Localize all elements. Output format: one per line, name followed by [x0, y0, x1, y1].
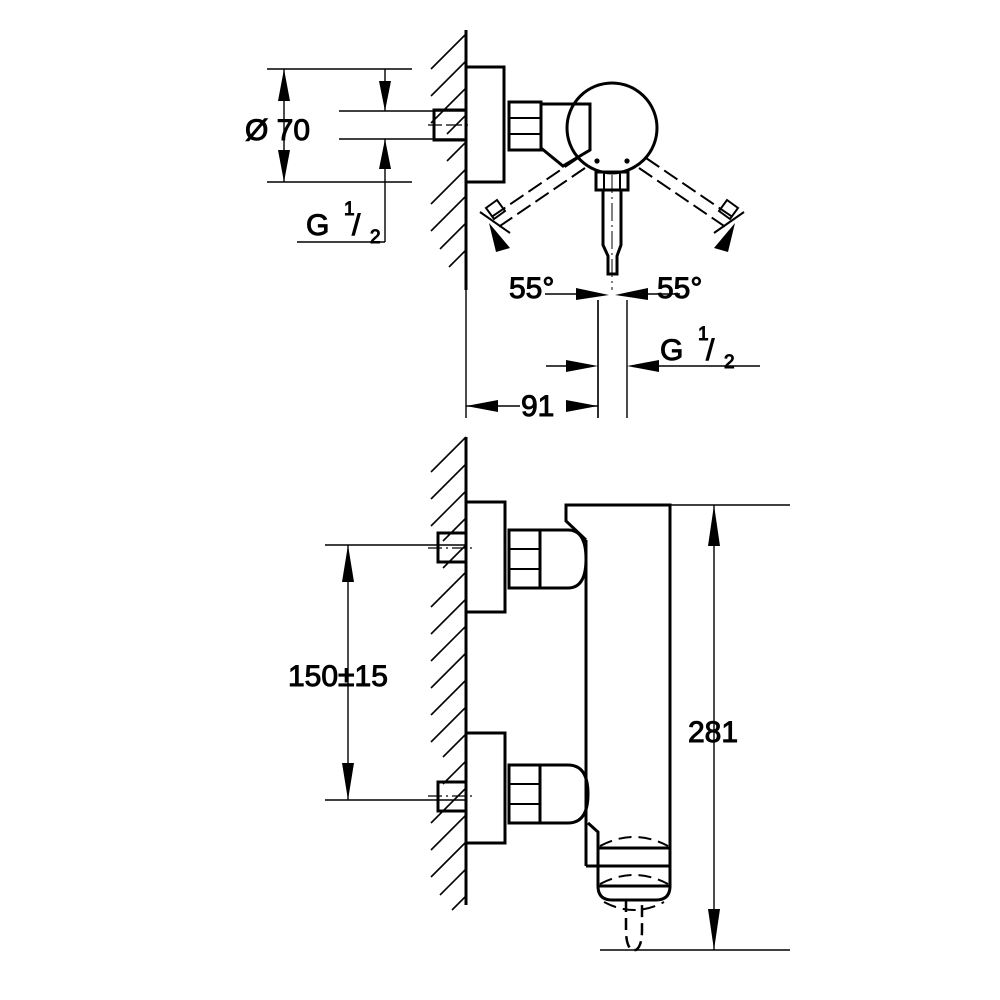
label-outlet-thread: G 1 / 2 — [660, 324, 736, 374]
lever-ghost-left — [484, 157, 586, 229]
svg-text:G: G — [306, 209, 329, 242]
fraction-slash-outlet: / — [706, 334, 715, 367]
escutcheon-lower — [466, 731, 507, 845]
svg-text:2: 2 — [724, 352, 735, 373]
svg-text:G: G — [660, 334, 683, 367]
label-angle-right: 55° — [657, 272, 702, 305]
svg-text:2: 2 — [370, 227, 381, 248]
fraction-slash-wall: / — [352, 209, 361, 242]
label-angle-left: 55° — [509, 272, 554, 305]
label-projection-91: 91 — [521, 390, 554, 423]
wall-inlet-nipple-top — [428, 108, 470, 142]
label-diameter-70: Ø 70 — [245, 114, 310, 147]
aerator-stub — [624, 900, 644, 952]
wall-section-bottom — [430, 436, 468, 911]
wall-inlet-nipple-upper — [428, 531, 474, 564]
dimension-diameter-70 — [267, 68, 412, 183]
svg-text:1: 1 — [698, 324, 709, 345]
label-inlet-spacing-150: 150±15 — [288, 660, 388, 693]
center-reference-arrows — [545, 288, 680, 300]
lever-ghost-right — [638, 157, 740, 229]
lever-handle-top — [601, 175, 623, 290]
label-wall-thread: G 1 / 2 — [306, 199, 382, 249]
dimension-wall-thread-g12 — [297, 69, 466, 243]
outlet-spout-cap — [586, 821, 672, 911]
dimension-outlet-thread-g12 — [546, 300, 760, 418]
wall-inlet-nipple-lower — [428, 780, 474, 813]
escutcheon-upper — [466, 500, 507, 614]
svg-text:1: 1 — [344, 199, 355, 220]
angle-indicator-left — [479, 211, 511, 252]
angle-indicator-right — [713, 211, 745, 252]
dimension-inlet-spacing-150 — [325, 544, 466, 801]
front-elevation-view: 150±15 281 — [288, 436, 790, 952]
top-section-view: Ø 70 G 1 / 2 91 55° 55° G 1 / 2 — [245, 30, 760, 424]
label-overall-height-281: 281 — [688, 716, 738, 749]
dimension-overall-height-281 — [600, 504, 790, 951]
mixer-inlet-boss-lower — [538, 763, 590, 825]
